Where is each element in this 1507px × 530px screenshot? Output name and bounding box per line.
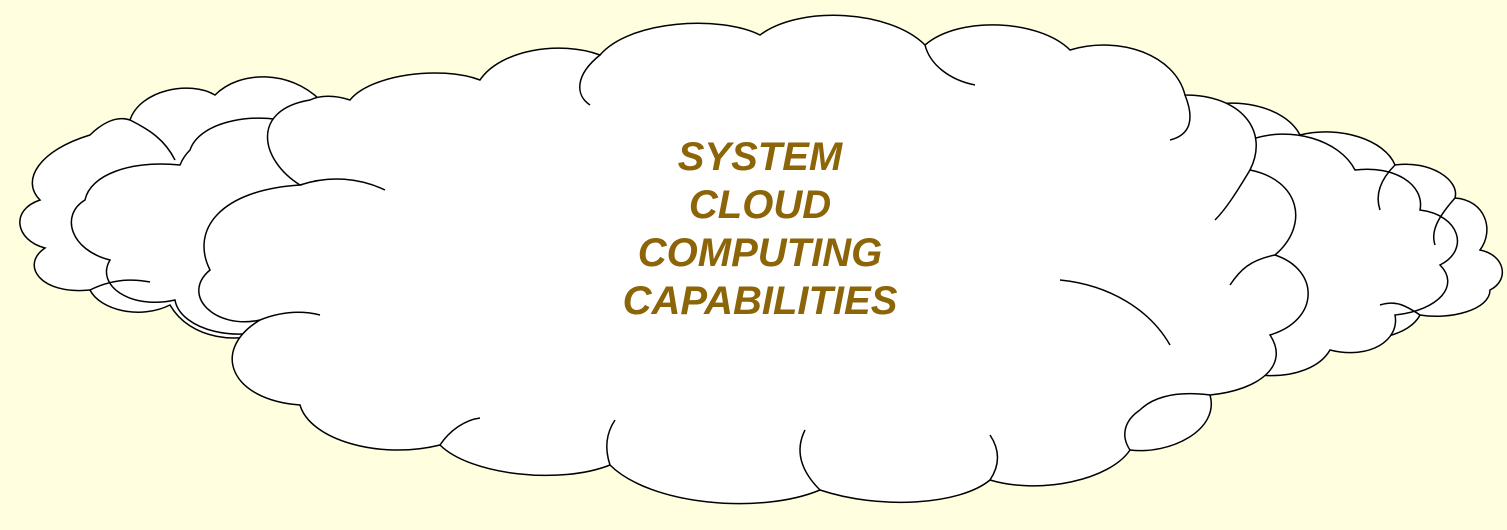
label-line-system: SYSTEM — [677, 135, 843, 179]
front-cloud-arc — [1229, 254, 1276, 286]
front-cloud-arc — [989, 434, 999, 481]
front-cloud-arc — [1124, 409, 1141, 451]
front-cloud-arc — [605, 419, 616, 466]
front-cloud-arc — [924, 44, 976, 86]
back-cloud-arc — [89, 279, 151, 291]
back-cloud-arc — [1377, 164, 1396, 211]
back-cloud-arc — [129, 119, 176, 161]
front-cloud-arc — [1139, 392, 1211, 411]
label-line-cloud: CLOUD — [688, 183, 832, 227]
front-cloud — [198, 14, 1309, 505]
label-line-computing: COMPUTING — [637, 231, 883, 275]
front-cloud-arc — [1214, 169, 1251, 221]
front-cloud-arc — [299, 178, 386, 191]
front-cloud-arc — [799, 429, 821, 491]
label-line-capabilities: CAPABILITIES — [622, 279, 898, 323]
back-cloud-arc — [1379, 302, 1421, 316]
front-cloud-arc — [259, 311, 321, 321]
cloud-label: SYSTEM CLOUD COMPUTING CAPABILITIES — [560, 133, 960, 325]
front-cloud-arc — [1169, 94, 1191, 141]
front-cloud-arc — [439, 417, 481, 446]
front-cloud-arc — [579, 54, 601, 106]
back-cloud-arc — [1433, 197, 1456, 246]
front-cloud-arc — [1059, 279, 1171, 346]
